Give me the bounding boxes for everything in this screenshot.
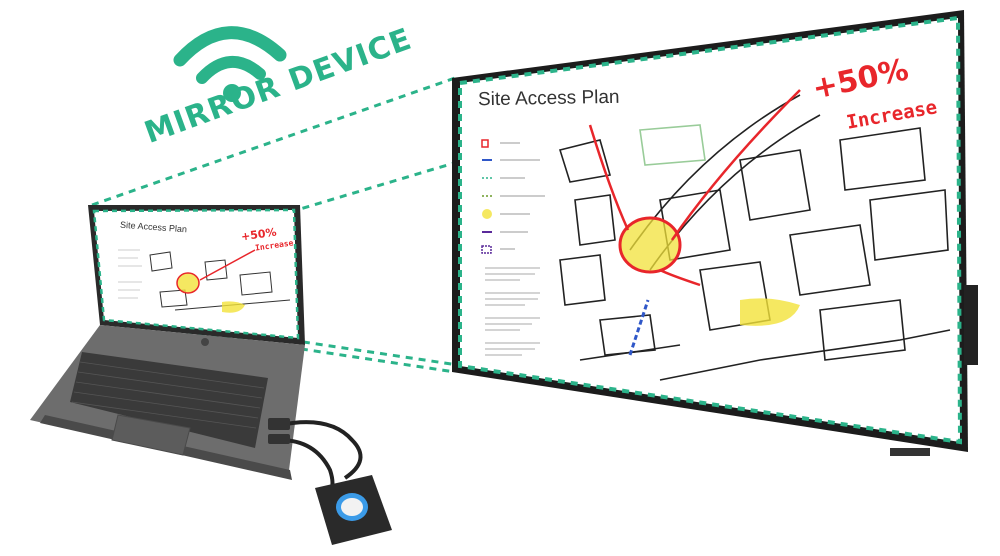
wall-display	[452, 10, 978, 456]
screen-focus-highlight	[620, 218, 680, 272]
laptop	[30, 205, 305, 480]
keyboard	[70, 352, 268, 448]
screen-red-arrows	[588, 89, 801, 287]
laptop-logo	[201, 338, 209, 346]
wifi-icon	[173, 26, 287, 102]
touchpad	[111, 414, 191, 456]
screen-legend	[481, 139, 545, 356]
mirror-dongle	[268, 418, 392, 545]
screen-page-title: Site Access Plan	[477, 86, 620, 111]
